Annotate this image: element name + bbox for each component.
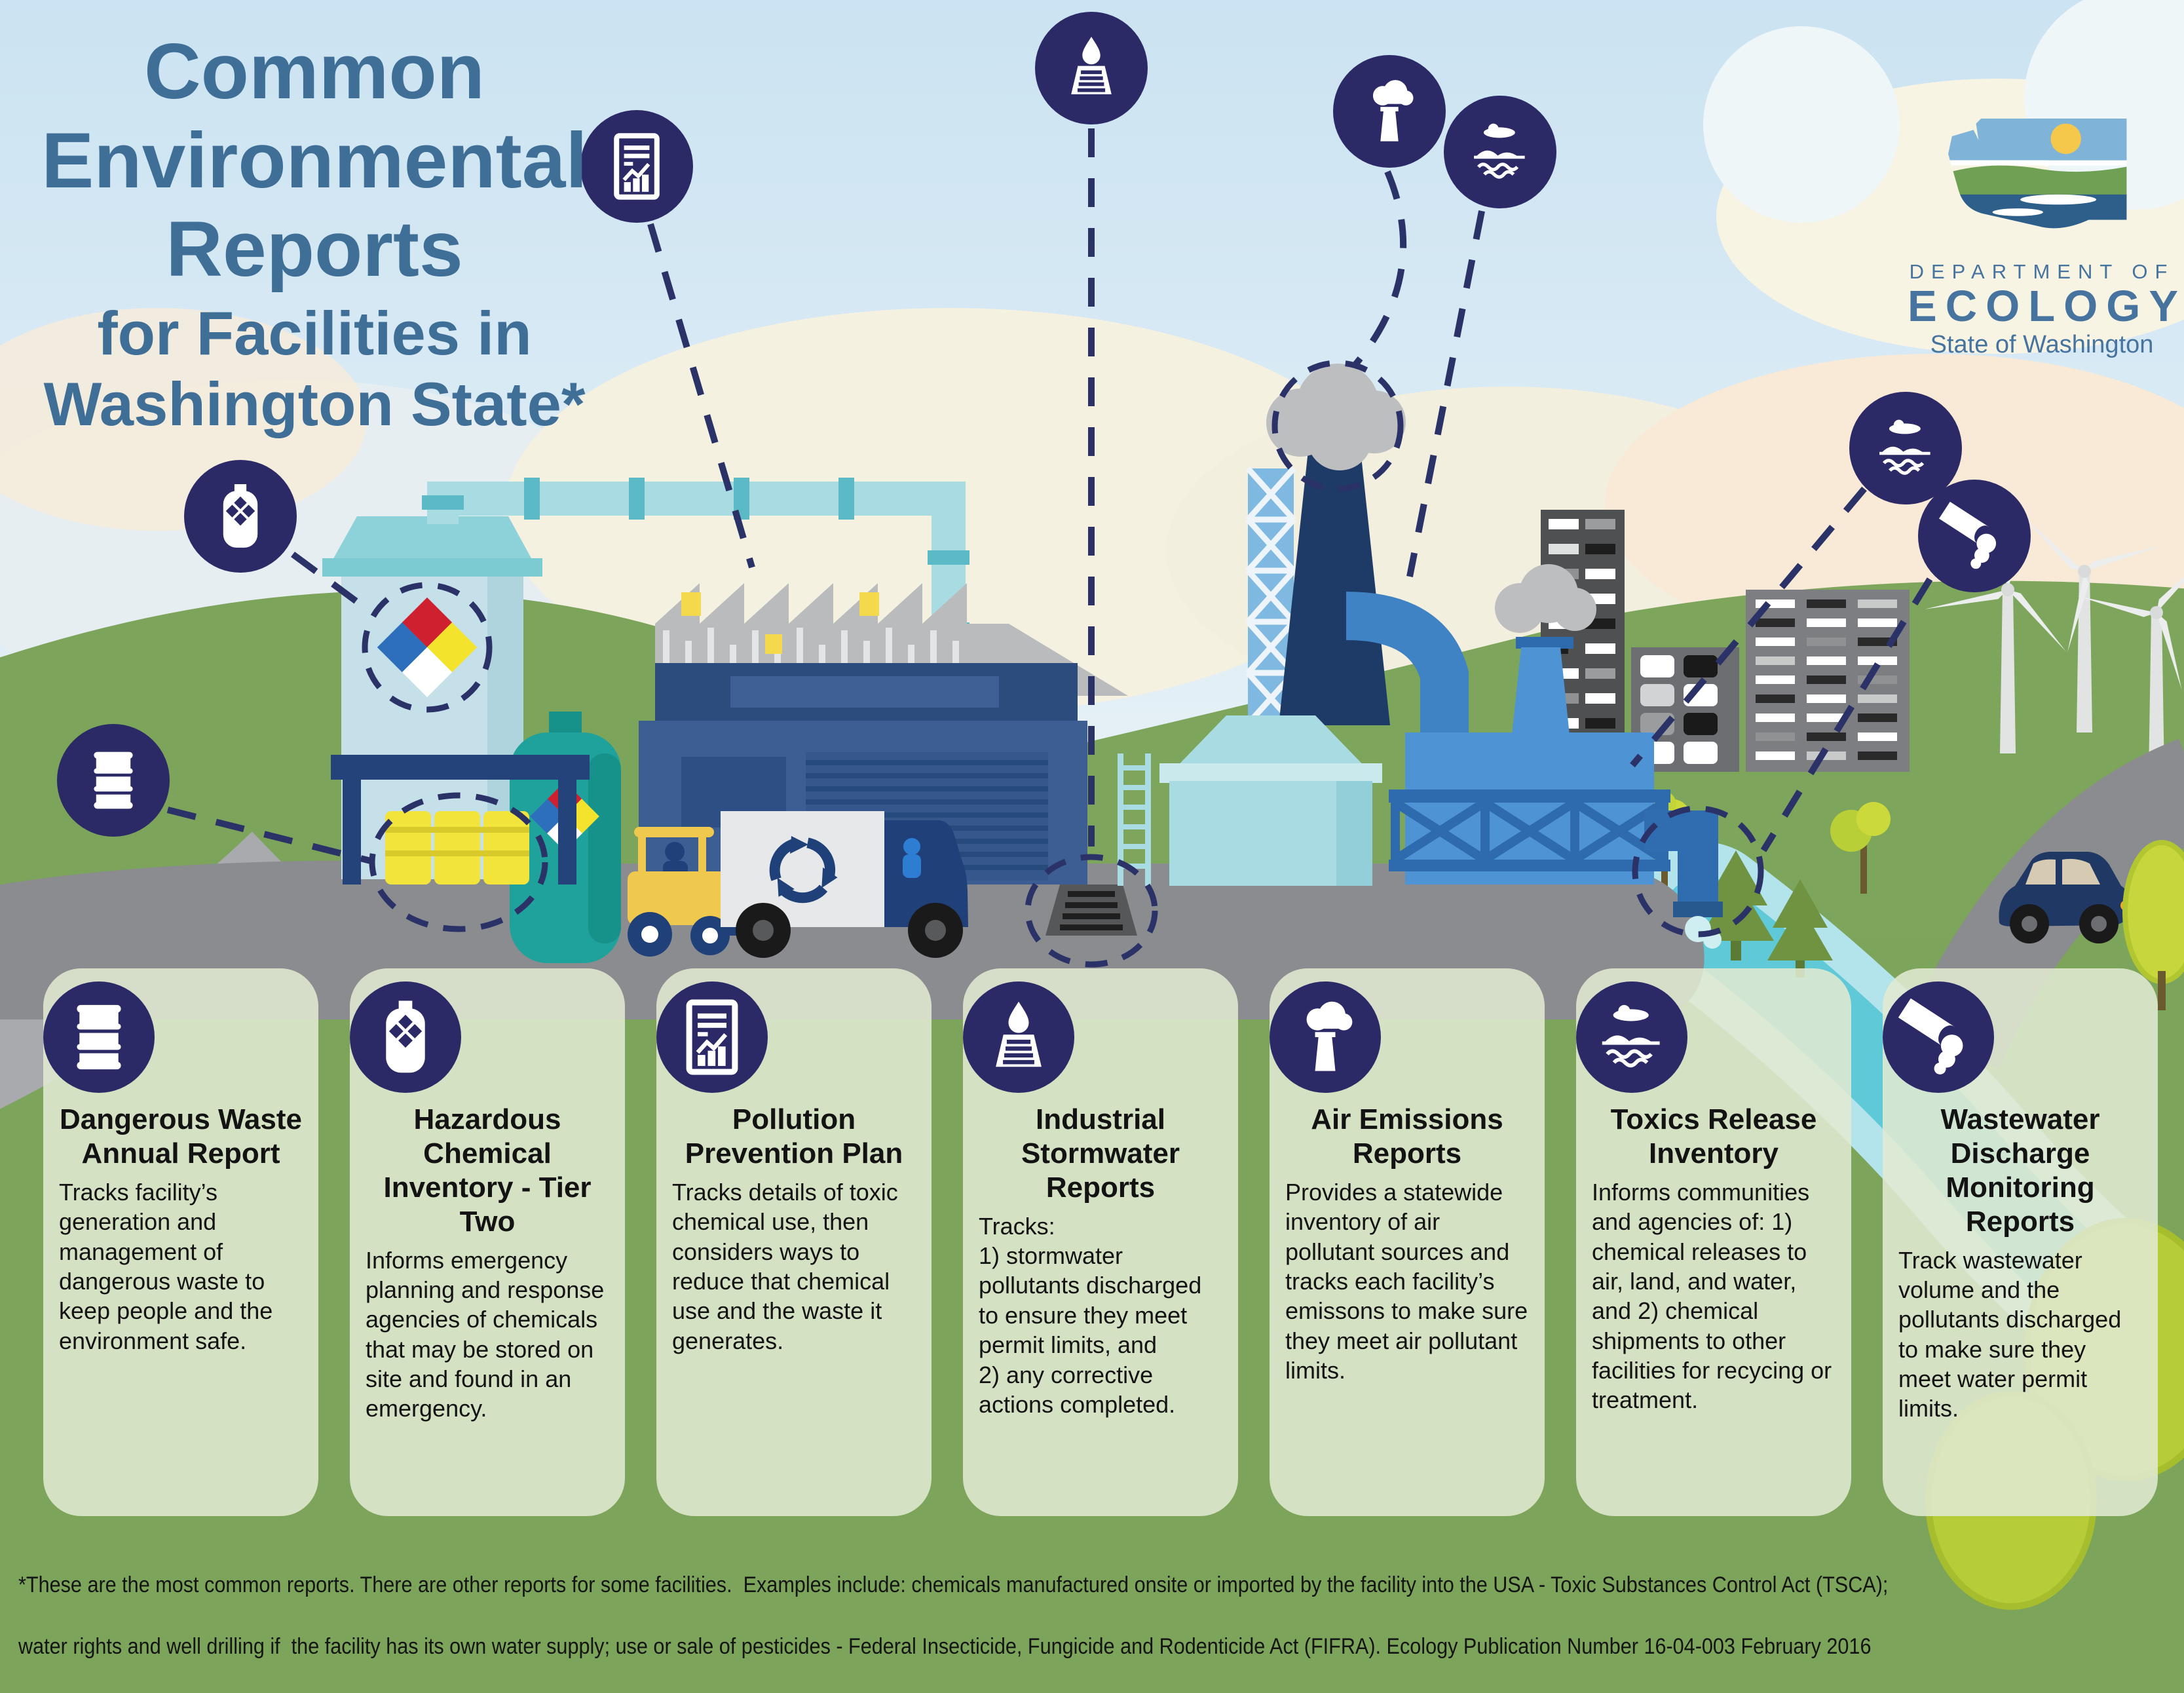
badge-toxics-release-right [1849,392,1962,504]
badge-dangerous-waste [57,724,170,837]
card-industrial-stormwater: Industrial Stormwater Reports Tracks: 1)… [963,968,1238,1516]
card-title: Dangerous Waste Annual Report [59,1103,302,1170]
footnote-line-2: water rights and well drilling if the fa… [18,1634,1872,1659]
car [1999,852,2131,943]
card-pollution-prevention: Pollution Prevention Plan Tracks details… [656,968,932,1516]
discharge-pipe-icon [1883,981,1994,1093]
badge-hazardous-chemical [184,460,297,573]
waste-drum-icon [43,981,155,1093]
light-teal-tank [1159,715,1382,886]
title-sub: for Facilities in Washington State* [43,298,586,438]
card-body: Informs communities and agencies of: 1) … [1592,1178,1832,1414]
waste-drum-icon [94,751,133,809]
logo-org-text: ECOLOGY [1908,282,2184,331]
card-title: Industrial Stormwater Reports [1021,1103,1180,1204]
badge-pollution-prevention [580,110,693,223]
badge-wastewater [1918,480,2031,592]
badge-stormwater [1035,12,1148,124]
card-title: Pollution Prevention Plan [685,1103,903,1170]
ecology-logo: DEPARTMENT OF ECOLOGY State of Washingto… [1908,98,2184,359]
yellow-drums [385,811,529,885]
pipes [422,478,970,698]
card-toxics-release: Toxics Release Inventory Informs communi… [1576,968,1851,1516]
smoke-clouds [1266,364,1596,633]
chemical-tank-icon [350,981,461,1093]
dashed-highlights [362,360,1764,968]
storm-drain [1045,885,1137,936]
card-title: Air Emissions Reports [1311,1103,1503,1170]
card-hazardous-chemical: Hazardous Chemical Inventory - Tier Two … [350,968,625,1516]
logo-dept-text: DEPARTMENT OF [1909,260,2175,283]
dashed-connectors [166,128,1933,864]
smokestack-cloud-icon [1270,981,1381,1093]
drum-shed [331,755,590,885]
landscape-icon [1576,981,1687,1093]
page-title: Common Environmental Reports for Facilit… [13,28,616,440]
footnote-line-1: *These are the most common reports. Ther… [18,1572,1889,1597]
card-body: Tracks details of toxic chemical use, th… [672,1178,898,1354]
card-title: Hazardous Chemical Inventory - Tier Two [383,1103,592,1238]
card-title: Toxics Release Inventory [1610,1103,1817,1170]
card-dangerous-waste: Dangerous Waste Annual Report Tracks fac… [43,968,318,1516]
card-body: Tracks: 1) stormwater pollutants dischar… [979,1212,1202,1418]
title-main: Common Environmental Reports [41,28,588,294]
card-title: Wastewater Discharge Monitoring Reports [1940,1103,2100,1238]
stormwater-drain-icon [963,981,1074,1093]
card-body: Provides a statewide inventory of air po… [1285,1178,1528,1384]
badge-toxics-release-top [1444,96,1556,208]
card-air-emissions: Air Emissions Reports Provides a statewi… [1270,968,1545,1516]
card-body: Tracks facility’s generation and managem… [59,1178,273,1354]
recycle-icon [769,836,838,904]
discharge-pipe [1644,810,1723,949]
recycle-truck [721,811,968,958]
city-buildings [1541,510,1910,772]
card-wastewater-discharge: Wastewater Discharge Monitoring Reports … [1883,968,2158,1516]
badge-air-emissions [1333,55,1446,168]
washington-state-logo-icon [1948,118,2127,229]
report-chart-icon [656,981,768,1093]
card-body: Track wastewater volume and the pollutan… [1898,1246,2122,1422]
logo-state-text: State of Washington [1930,331,2154,359]
card-body: Informs emergency planning and response … [366,1246,605,1422]
nfpa-diamond [377,597,478,698]
industrial-facility [1118,431,1723,949]
ladder [1118,753,1151,886]
